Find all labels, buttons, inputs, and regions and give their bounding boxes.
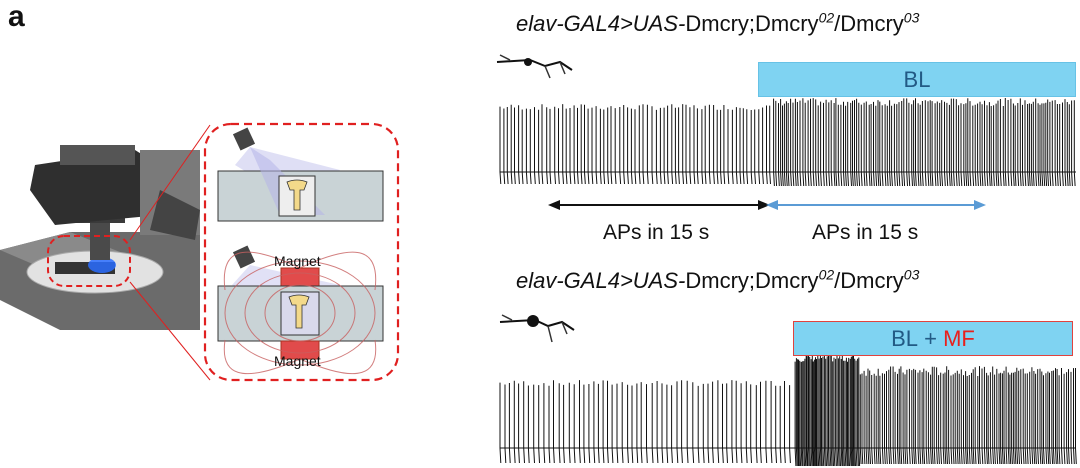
magnet-label-top: Magnet (274, 253, 321, 269)
zoom-source-box (47, 235, 131, 287)
genotype-title-bottom: elav-GAL4>UAS-Dmcry;Dmcry02/Dmcry03 (516, 266, 920, 293)
arrow-left-black (548, 200, 770, 210)
light-source-icon (232, 127, 256, 151)
arrow-right-blue (766, 200, 986, 210)
aps-label-right: APs in 15 s (812, 221, 919, 244)
bl-mf-stimulus-bar: BL + MF (793, 321, 1073, 356)
zoom-inset-box (203, 122, 400, 382)
microscope-icon (0, 145, 200, 330)
spike-trace-top (499, 98, 1076, 187)
drosophila-brain-icon (286, 179, 308, 211)
magnet-label-bottom: Magnet (274, 353, 321, 369)
spike-trace-bottom (499, 354, 1077, 467)
genotype-title-top: elav-GAL4>UAS-Dmcry;Dmcry02/Dmcry03 (516, 9, 920, 36)
neuron-icon (499, 314, 575, 343)
aps-label-left: APs in 15 s (603, 221, 710, 244)
panel-letter: a (8, 0, 25, 33)
bl-stimulus-bar: BL (758, 62, 1076, 97)
neuron-icon (496, 54, 573, 79)
